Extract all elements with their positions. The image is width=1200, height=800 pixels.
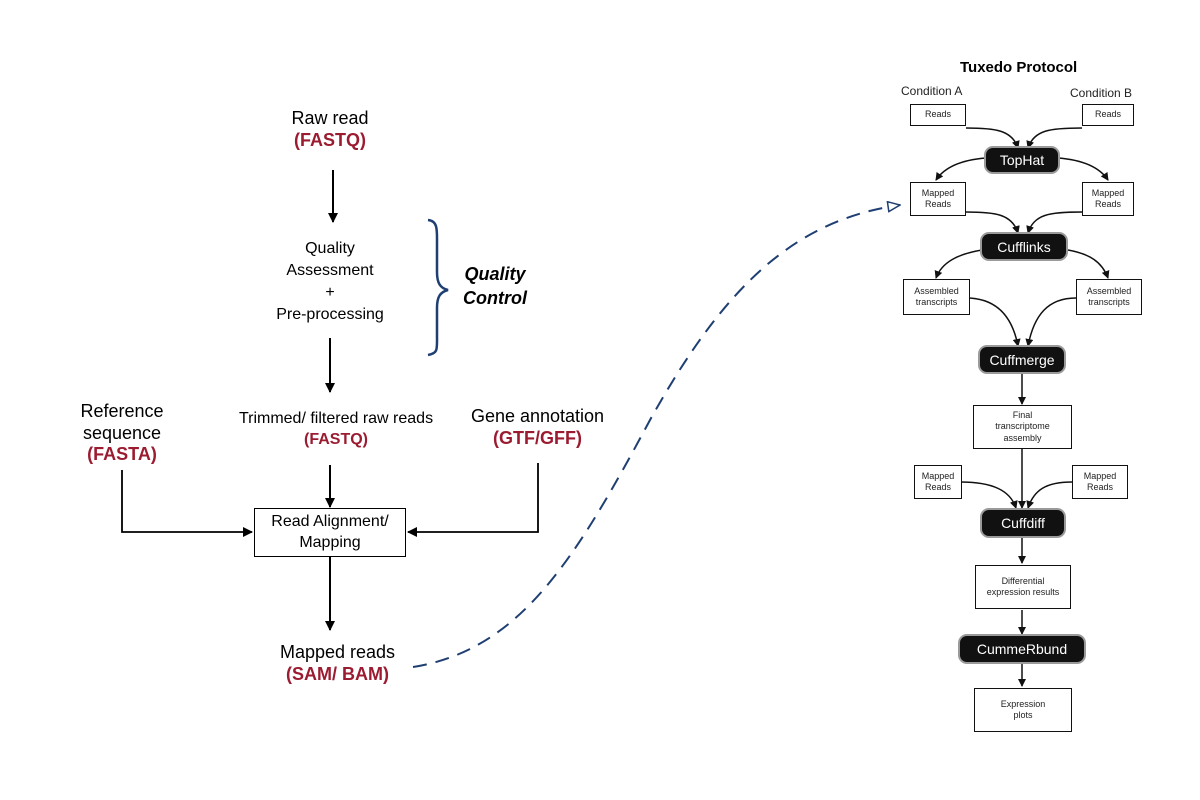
- gene-annotation-format: (GTF/GFF): [493, 427, 582, 448]
- tool-cummerbund: CummeRbund: [960, 636, 1084, 662]
- gene-annotation-label: Gene annotation: [470, 406, 605, 426]
- condition-b-label: Condition B: [1070, 86, 1133, 100]
- reference-node: Reference sequence (FASTA): [62, 401, 182, 466]
- quality-control-label: Quality Control: [440, 262, 550, 311]
- differential-line1: Differential: [1001, 575, 1045, 586]
- raw-read-format: (FASTQ): [294, 129, 366, 150]
- raw-read-node: Raw read (FASTQ): [270, 108, 390, 151]
- dashed-connector: [412, 205, 900, 668]
- assembled-box-b-line1: Assembled: [1086, 285, 1132, 296]
- trimmed-reads-format: (FASTQ): [304, 430, 368, 448]
- alignment-line2: Mapping: [299, 533, 361, 551]
- mapped-reads-label: Mapped reads: [279, 642, 396, 662]
- tux-arrow-mapped-b2-to-cuffdiff: [1026, 481, 1073, 509]
- assembled-box-a-line2: transcripts: [915, 297, 958, 307]
- tux-arrow-mapped-b-to-cufflinks: [1026, 211, 1083, 234]
- assembled-box-b-line2: transcripts: [1088, 297, 1130, 307]
- tool-cufflinks: Cufflinks: [982, 234, 1066, 259]
- reference-line1: Reference: [80, 401, 164, 421]
- mapped-box-b2-line2: Reads: [1086, 482, 1113, 492]
- tux-arrow-mapped-a-to-cufflinks: [965, 211, 1020, 234]
- mapped-box-a2-line2: Reads: [924, 482, 951, 492]
- tux-arrow-reads-a-to-tophat: [965, 127, 1020, 149]
- final-assembly-line1: Final: [1012, 410, 1033, 421]
- quality-control-brace: [427, 218, 449, 357]
- quality-step-line2: Assessment: [286, 262, 374, 280]
- condition-a-label: Condition A: [901, 84, 963, 98]
- trimmed-reads-label: Trimmed/ filtered raw reads: [238, 410, 434, 427]
- tux-arrow-cufflinks-to-assembled-b: [1067, 249, 1110, 279]
- tux-arrow-tophat-to-mapped-b: [1057, 157, 1109, 181]
- final-assembly-line2: transcriptome: [995, 421, 1050, 432]
- differential-line2: expression results: [986, 587, 1060, 597]
- differential-box: Differential expression results: [975, 565, 1071, 609]
- mapped-box-b-line2: Reads: [1094, 199, 1121, 209]
- quality-step-line4: Pre-processing: [276, 306, 384, 324]
- mapped-box-a-line1: Mapped: [921, 187, 955, 198]
- tuxedo-title: Tuxedo Protocol: [960, 59, 1078, 76]
- tux-arrow-assembled-b-to-cuffmerge: [1025, 297, 1077, 347]
- tool-tophat: TopHat: [986, 148, 1058, 172]
- assembled-box-b: Assembled transcripts: [1076, 279, 1142, 315]
- tux-arrow-reads-b-to-tophat: [1026, 127, 1083, 149]
- tool-cuffdiff: Cuffdiff: [982, 510, 1064, 536]
- arrow-annotation-to-alignment: [407, 463, 539, 537]
- trimmed-reads-node: Trimmed/ filtered raw reads (FASTQ): [220, 409, 452, 451]
- tux-arrow-cufflinks-to-assembled-a: [934, 249, 983, 279]
- reads-box-a-label: Reads: [924, 109, 951, 120]
- quality-control-line1: Quality: [464, 264, 526, 284]
- tool-cufflinks-label: Cufflinks: [997, 238, 1051, 255]
- tool-cuffmerge: Cuffmerge: [980, 347, 1064, 372]
- alignment-line1: Read Alignment/: [271, 512, 389, 530]
- assembled-box-a: Assembled transcripts: [903, 279, 970, 315]
- mapped-box-b2: Mapped Reads: [1072, 465, 1128, 499]
- reference-format: (FASTA): [87, 444, 157, 465]
- mapped-box-b: Mapped Reads: [1082, 182, 1134, 216]
- quality-step-node: Quality Assessment + Pre-processing: [260, 238, 400, 326]
- mapped-reads-format: (SAM/ BAM): [286, 663, 389, 684]
- reads-box-b-label: Reads: [1094, 109, 1121, 120]
- plots-box: Expression plots: [974, 688, 1072, 732]
- assembled-box-a-line1: Assembled: [914, 285, 959, 296]
- mapped-box-b2-line1: Mapped: [1083, 470, 1117, 481]
- reads-box-a: Reads: [910, 104, 966, 126]
- quality-step-line3: +: [325, 284, 335, 302]
- tool-tophat-label: TopHat: [999, 152, 1045, 168]
- raw-read-label: Raw read: [291, 108, 369, 128]
- final-assembly-box: Final transcriptome assembly: [973, 405, 1072, 449]
- quality-step-line1: Quality: [305, 240, 355, 257]
- reads-box-b: Reads: [1082, 104, 1134, 126]
- alignment-box: Read Alignment/ Mapping: [254, 508, 406, 557]
- arrow-reference-to-alignment: [121, 470, 253, 537]
- tux-arrow-assembled-a-to-cuffmerge: [965, 297, 1021, 347]
- plots-line1: Expression: [1000, 698, 1046, 709]
- tux-arrow-mapped-a2-to-cuffdiff: [959, 481, 1018, 509]
- tux-arrow-tophat-to-mapped-a: [935, 157, 987, 181]
- mapped-box-b-line1: Mapped: [1091, 187, 1125, 198]
- tool-cuffdiff-label: Cuffdiff: [1001, 515, 1045, 531]
- mapped-box-a2-line1: Mapped: [921, 470, 955, 481]
- final-assembly-line3: assembly: [1003, 432, 1042, 443]
- mapped-box-a-line2: Reads: [924, 199, 951, 209]
- mapped-box-a: Mapped Reads: [910, 182, 966, 216]
- reference-line2: sequence: [82, 422, 162, 443]
- mapped-reads-node: Mapped reads (SAM/ BAM): [260, 642, 415, 685]
- gene-annotation-node: Gene annotation (GTF/GFF): [455, 406, 620, 449]
- tool-cuffmerge-label: Cuffmerge: [989, 351, 1055, 368]
- plots-line2: plots: [1013, 710, 1033, 720]
- tool-cummerbund-label: CummeRbund: [976, 641, 1068, 657]
- quality-control-line2: Control: [463, 288, 527, 309]
- mapped-box-a2: Mapped Reads: [914, 465, 962, 499]
